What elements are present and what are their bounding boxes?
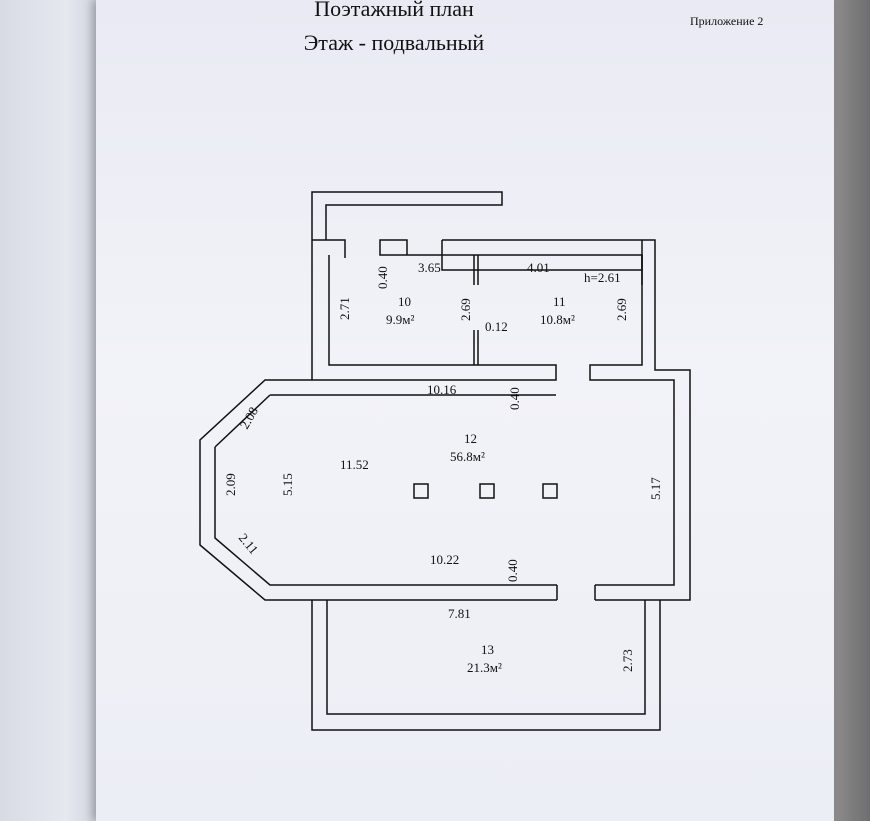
dim-012: 0.12 [485, 319, 508, 334]
plan-wall-bottom-gap [556, 585, 596, 600]
dim-401: 4.01 [527, 260, 550, 275]
appendix-label: Приложение 2 [690, 14, 764, 28]
dim-040-mid: 0.40 [507, 387, 522, 410]
plan-wall-upper-right [442, 239, 691, 601]
plan-partition-10-11 [473, 255, 479, 365]
plan-column-3 [542, 483, 558, 499]
page-title: Поэтажный план [314, 0, 474, 21]
dim-781: 7.81 [448, 606, 471, 621]
dim-269-right: 2.69 [614, 298, 629, 321]
dim-271: 2.71 [337, 297, 352, 320]
room-13-number: 13 [481, 642, 494, 657]
plan-wall-upper-outer [311, 239, 346, 380]
dim-211: 2.11 [236, 530, 262, 557]
plan-stair-entry [311, 191, 503, 240]
room-11-area: 10.8м² [540, 312, 575, 327]
dim-209: 2.09 [223, 473, 238, 496]
plan-column-2 [479, 483, 495, 499]
dim-1022: 10.22 [430, 552, 459, 567]
plan-wall-room13 [311, 600, 661, 731]
dim-517: 5.17 [648, 477, 663, 500]
room-12-number: 12 [464, 431, 477, 446]
plan-wall-upper-inner [199, 255, 557, 601]
plan-wall-room12-inner [214, 394, 557, 586]
dim-1152: 11.52 [340, 457, 369, 472]
document-page [96, 0, 834, 821]
dim-269-left: 2.69 [458, 298, 473, 321]
dim-1016: 10.16 [427, 382, 457, 397]
room-10-area: 9.9м² [386, 312, 414, 327]
book-left-page [0, 0, 110, 821]
dim-040-top: 0.40 [375, 266, 390, 289]
dim-515: 5.15 [280, 473, 295, 496]
room-13-area: 21.3м² [467, 660, 502, 675]
room-11-number: 11 [553, 294, 566, 309]
dim-273: 2.73 [620, 649, 635, 672]
dim-040-bot: 0.40 [505, 559, 520, 582]
dim-208: 2.08 [237, 404, 261, 431]
plan-wall-right-room11 [589, 255, 675, 586]
plan-column-1 [413, 483, 429, 499]
page-subtitle: Этаж - подвальный [303, 30, 485, 55]
room-12-area: 56.8м² [450, 449, 485, 464]
room-10-number: 10 [398, 294, 411, 309]
dim-365: 3.65 [418, 260, 441, 275]
height-label: h=2.61 [584, 270, 621, 285]
